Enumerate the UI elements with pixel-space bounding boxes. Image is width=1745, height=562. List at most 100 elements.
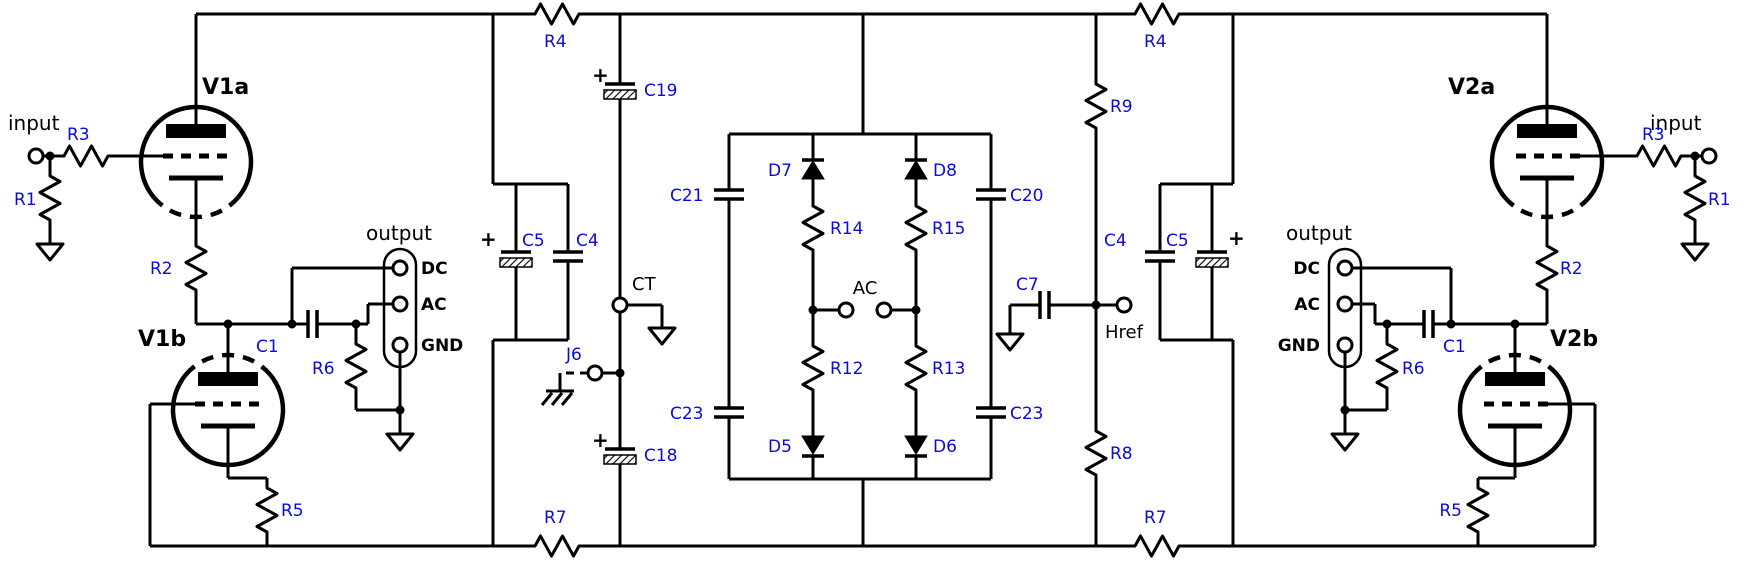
label-r5-left: R5	[281, 501, 304, 521]
diode-d8	[904, 158, 928, 180]
label-d6: D6	[933, 437, 957, 457]
label-r15: R15	[932, 219, 965, 239]
output-connector-right	[1327, 247, 1363, 369]
resistor-r2-left	[184, 238, 208, 298]
polarity-c5-left: +	[480, 227, 497, 251]
label-c5-right: C5	[1166, 231, 1189, 251]
label-v1a: V1a	[202, 75, 249, 100]
label-d8: D8	[933, 161, 957, 181]
capacitor-c1-left	[306, 308, 319, 340]
label-href: Href	[1105, 322, 1144, 343]
tube-v1b	[171, 355, 283, 465]
label-c23-right: C23	[1010, 404, 1044, 424]
pin-label-ac-left: AC	[421, 295, 447, 315]
label-r7-right: R7	[1144, 508, 1167, 528]
label-d5: D5	[768, 437, 792, 457]
diode-d6	[904, 435, 928, 458]
label-r6-right: R6	[1402, 359, 1425, 379]
resistor-r4-left	[527, 2, 587, 26]
resistor-r5-left	[255, 480, 279, 540]
capacitor-c23-left	[712, 406, 746, 419]
pin-label-dc-right: DC	[1293, 259, 1320, 279]
capacitor-c5-right	[1194, 250, 1230, 269]
output-pin-ac-right	[1336, 295, 1354, 313]
resistor-r8	[1084, 423, 1108, 483]
resistor-r14	[801, 198, 825, 258]
label-d7: D7	[768, 161, 792, 181]
capacitor-c20	[974, 188, 1008, 201]
polarity-c18: +	[592, 428, 609, 452]
capacitor-c18	[602, 447, 638, 466]
label-v1b: V1b	[138, 327, 186, 352]
resistor-r9	[1084, 76, 1108, 136]
label-r3-right: R3	[1642, 125, 1665, 145]
label-r8: R8	[1110, 444, 1133, 464]
label-r1-left: R1	[14, 190, 37, 210]
polarity-c19: +	[592, 63, 609, 87]
resistor-r3-left	[56, 144, 116, 168]
junction-dots	[45, 151, 1700, 415]
tube-v2a	[1492, 107, 1604, 217]
label-c7: C7	[1016, 275, 1039, 295]
output-pin-gnd-left	[391, 336, 409, 354]
capacitor-c7	[1038, 289, 1051, 321]
resistor-r12	[801, 338, 825, 398]
label-c19: C19	[644, 81, 678, 101]
resistor-r6-right	[1375, 336, 1399, 396]
capacitor-c4-right	[1143, 250, 1177, 263]
diode-d5	[801, 435, 825, 458]
resistor-r2-right	[1535, 238, 1559, 298]
label-r13: R13	[932, 359, 965, 379]
label-r2-left: R2	[150, 259, 173, 279]
resistor-r15	[904, 198, 928, 258]
terminal-j6	[586, 364, 604, 382]
tube-v2b	[1460, 355, 1572, 465]
label-v2a: V2a	[1448, 75, 1495, 100]
ground-r1-right	[1680, 242, 1710, 262]
capacitor-c5-left	[498, 250, 534, 269]
resistor-r3-right	[1629, 144, 1689, 168]
label-c1-right: C1	[1443, 337, 1466, 357]
resistor-r6-left	[344, 336, 368, 396]
pin-label-ac-right: AC	[1294, 295, 1320, 315]
ground-output-left	[385, 432, 415, 452]
input-jack-right	[1700, 147, 1718, 165]
label-c1-left: C1	[256, 337, 279, 357]
tube-v1a	[139, 107, 251, 217]
label-j6: J6	[565, 345, 582, 365]
capacitor-c23-right	[974, 406, 1008, 419]
resistor-r7-right	[1127, 534, 1187, 558]
label-c4-right: C4	[1104, 231, 1127, 251]
resistor-r1-left	[38, 168, 62, 228]
resistor-r1-right	[1683, 168, 1707, 228]
ground-ct	[647, 326, 677, 346]
output-label-right: output	[1286, 221, 1352, 245]
ground-c7	[995, 332, 1025, 352]
label-r1-right: R1	[1708, 190, 1731, 210]
label-r14: R14	[830, 219, 863, 239]
label-r7-left: R7	[544, 508, 567, 528]
wire-network	[43, 12, 1702, 548]
label-r5-right: R5	[1439, 501, 1462, 521]
polarity-c5-right: +	[1228, 226, 1245, 250]
terminal-ac-right	[875, 301, 893, 319]
resistor-r13	[904, 338, 928, 398]
label-ct: CT	[632, 274, 657, 295]
output-pin-dc-right	[1336, 259, 1354, 277]
label-c20: C20	[1010, 186, 1044, 206]
input-label-right: input	[1650, 111, 1702, 135]
output-connector-left	[382, 247, 418, 369]
chassis-ground-j6	[540, 389, 574, 406]
output-label-left: output	[366, 221, 432, 245]
capacitor-c1-right	[1422, 308, 1435, 340]
resistor-r7-left	[527, 534, 587, 558]
resistor-r5-right	[1466, 480, 1490, 540]
label-c23-left: C23	[670, 404, 704, 424]
label-r4-left: R4	[544, 32, 567, 52]
terminal-ct	[611, 296, 629, 314]
label-c4-left: C4	[576, 231, 599, 251]
input-label-left: input	[8, 111, 60, 135]
label-r6-left: R6	[312, 359, 335, 379]
